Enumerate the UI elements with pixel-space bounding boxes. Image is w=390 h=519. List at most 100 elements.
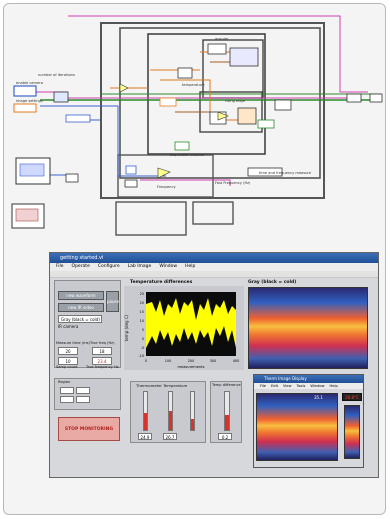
wire-orange-2 <box>160 79 250 121</box>
pause-button[interactable]: pause <box>106 291 119 312</box>
vi-node-12 <box>124 179 138 188</box>
wire-pink-3 <box>140 179 231 186</box>
diagram-label-2: image settings <box>16 99 43 103</box>
diagram-label-7: time and frequency measure <box>259 171 312 175</box>
graph-xlabel: measurements <box>178 365 205 369</box>
wire-blue <box>40 105 166 177</box>
wire-pink <box>68 15 368 93</box>
vi-node-9 <box>174 141 190 151</box>
window-title: getting started.vi <box>50 253 378 263</box>
main-while-loop <box>100 22 325 199</box>
diff-title: Temp difference <box>212 383 241 387</box>
sub-menu-file[interactable]: File <box>260 384 267 388</box>
sub-menu-tools[interactable]: Tools <box>296 384 306 388</box>
ir-label: IR camera <box>58 324 79 329</box>
ytick-6: -5 <box>141 346 144 350</box>
sub-ir-image <box>256 393 338 461</box>
region-box-1[interactable] <box>60 387 74 394</box>
inner-loop-1 <box>119 27 321 179</box>
region-box-4[interactable] <box>76 396 90 403</box>
aux-loop-2 <box>192 201 234 225</box>
sub-menu-help[interactable]: Help <box>329 384 338 388</box>
subwindow-title: Therm Image Display <box>254 375 363 383</box>
sub-zoom-value: 28.8°C <box>342 393 362 401</box>
aux-loop-1 <box>115 201 187 236</box>
menu-window[interactable]: Window <box>159 264 178 269</box>
subvi-inner-2 <box>15 208 39 222</box>
temperature-series <box>146 298 236 348</box>
sub-menu-view[interactable]: View <box>282 384 292 388</box>
vi-node-4 <box>159 97 177 107</box>
freq-value: 23.4 <box>92 357 112 365</box>
toolbar <box>50 271 378 278</box>
node-icon-2 <box>65 114 91 123</box>
vi-node <box>207 43 227 55</box>
diff-thermometer <box>224 391 230 431</box>
node-icon <box>53 91 69 103</box>
diff-value: 0.2 <box>218 433 232 440</box>
ytick-1: 20 <box>140 301 144 305</box>
vi-node-2 <box>229 47 259 67</box>
control-terminal-2 <box>13 103 37 113</box>
vi-node-10 <box>247 167 283 177</box>
diagram-label-5: rising edge <box>225 99 246 103</box>
menu-bar: File Operate Configure Lab Image Window … <box>50 263 378 271</box>
thermometer-1 <box>143 391 148 431</box>
xtick-2: 200 <box>188 359 194 363</box>
stop-monitoring-button[interactable]: STOP MONITORING <box>58 417 120 441</box>
samp-count-label: Samp count <box>56 365 78 369</box>
ytick-5: 0 <box>142 337 144 341</box>
graph-ylabel: temp (deg C) <box>124 314 129 341</box>
compare-node-2 <box>217 111 229 121</box>
tunnel-out-2 <box>369 93 383 103</box>
ytick-4: 5 <box>142 328 144 332</box>
sub-menu-edit[interactable]: Edit <box>271 384 278 388</box>
tunnel-out <box>346 93 362 103</box>
region-label: Region <box>58 380 71 384</box>
region-box-3[interactable] <box>60 396 74 403</box>
true-frequency-label: True frequency Hz <box>86 365 119 369</box>
menu-labimage[interactable]: Lab Image <box>127 264 152 269</box>
compare-node <box>157 167 171 179</box>
menu-help[interactable]: Help <box>185 264 196 269</box>
samp-count-value[interactable]: 10 <box>58 357 78 365</box>
region-panel <box>54 378 121 410</box>
temperature-graph: temp (deg C) 25 20 15 10 5 0 -5 -10 0 10… <box>124 286 244 370</box>
menu-operate[interactable]: Operate <box>71 264 90 269</box>
ir-image-title: Gray (black = cold) <box>248 280 297 285</box>
subvi-inner <box>19 163 45 177</box>
xtick-1: 100 <box>165 359 171 363</box>
diagram-label-3: acquire <box>215 37 229 41</box>
therm-2-value: 26.7 <box>163 433 177 440</box>
measure-time-value[interactable]: 20 <box>58 347 78 355</box>
thermal-subwindow: Therm Image Display File Edit View Tools… <box>253 374 364 468</box>
diagram-label-8: Fast Frequency (Hz) <box>215 181 251 185</box>
menu-configure[interactable]: Configure <box>97 264 120 269</box>
sub-menu-window[interactable]: Window <box>310 384 325 388</box>
diagram-label-9: Frequency <box>157 185 176 189</box>
new-waveform-button[interactable]: new waveform <box>58 291 104 300</box>
ytick-0: 25 <box>140 292 144 296</box>
xtick-0: 0 <box>145 359 147 363</box>
vi-node-3 <box>177 67 193 79</box>
counter-node <box>65 173 79 183</box>
ytick-3: 10 <box>140 319 144 323</box>
thermometer-title: Thermometer Temperature <box>136 383 188 388</box>
wire-pink-2 <box>36 91 350 99</box>
palette-select[interactable]: Gray (black = cold) <box>58 315 102 323</box>
vi-node-8 <box>274 99 292 111</box>
true-freq-value: 18 <box>92 347 112 355</box>
vi-node-6 <box>237 107 257 125</box>
xtick-3: 300 <box>210 359 216 363</box>
new-ir-video-button[interactable]: new IR video <box>58 303 104 312</box>
ir-image-display <box>248 287 368 369</box>
compare-node-3 <box>119 83 129 93</box>
diagram-label-0: number of iterations <box>38 73 75 77</box>
thermometer-2 <box>168 391 173 431</box>
menu-file[interactable]: File <box>56 264 64 269</box>
vi-node-11 <box>125 165 137 175</box>
region-box-2[interactable] <box>76 387 90 394</box>
diagram-label-6: acquisition counter <box>170 153 205 157</box>
ytick-7: -10 <box>138 354 144 358</box>
temp-graph-title: Temperature differences <box>130 280 193 285</box>
